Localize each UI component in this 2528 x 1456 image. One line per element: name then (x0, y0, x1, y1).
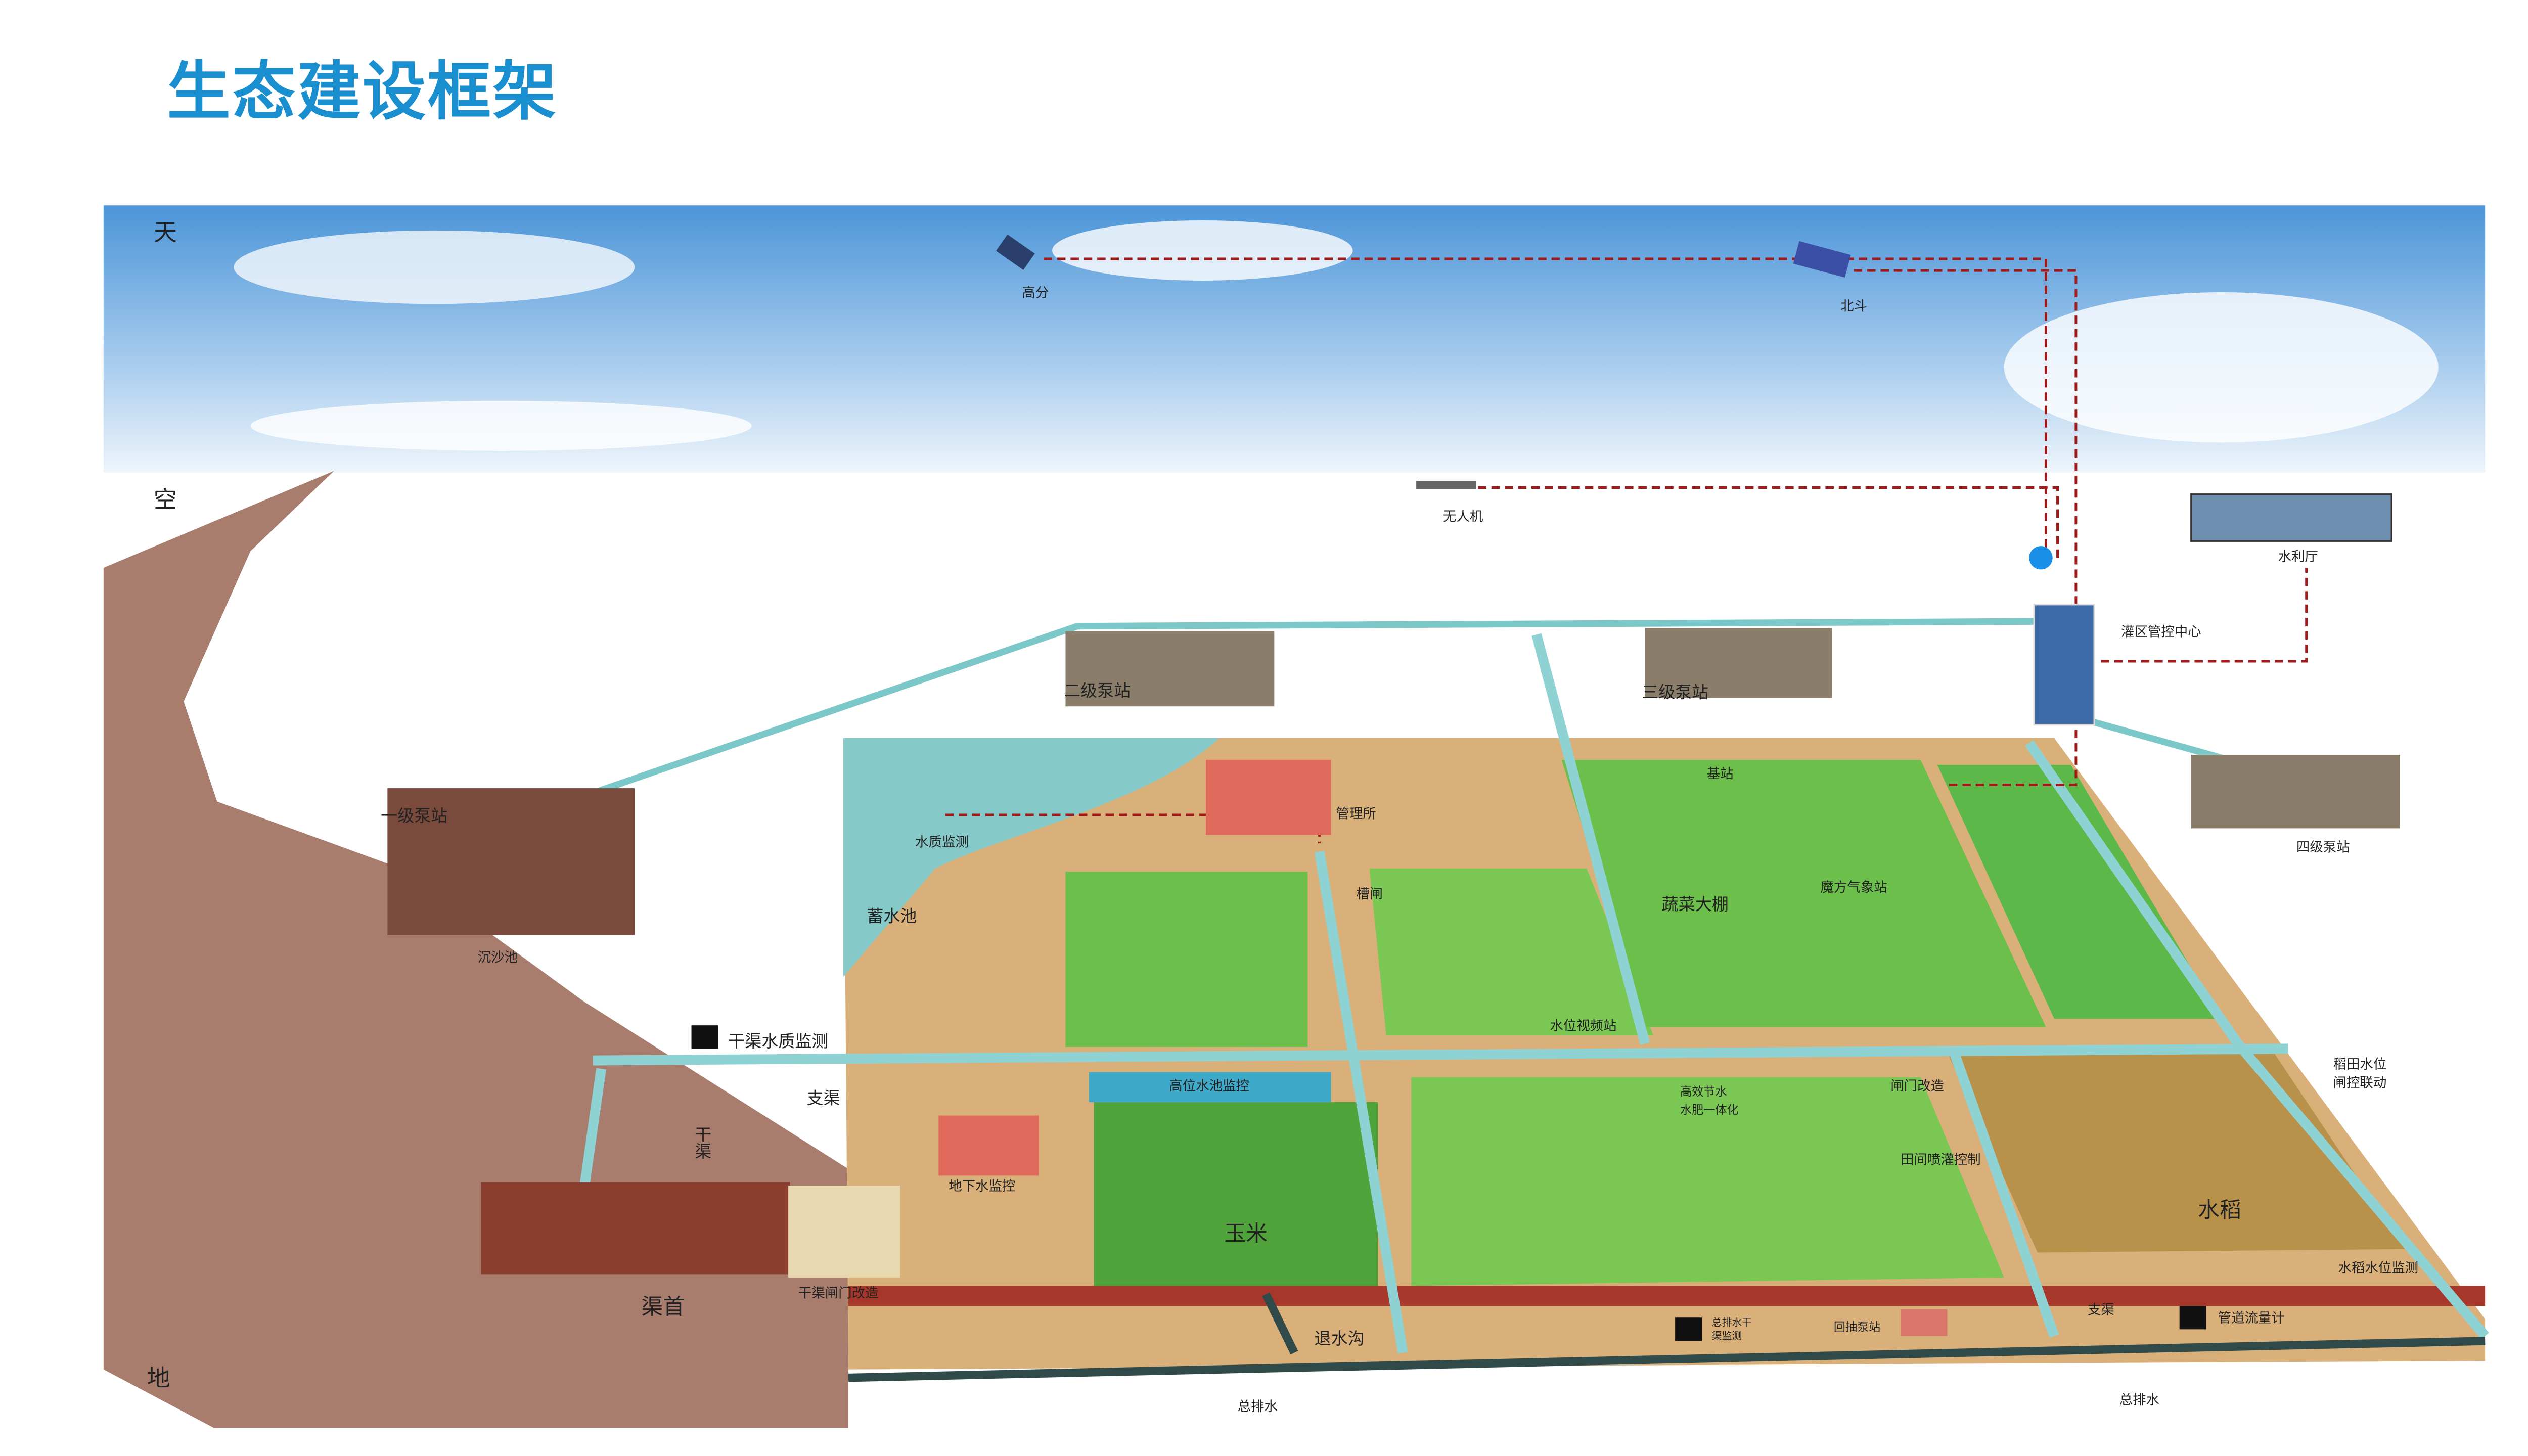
label-drain-monitor-1: 总排水干 (1711, 1317, 1752, 1330)
label-management-office: 管理所 (1336, 806, 1376, 822)
cloud (1052, 220, 1353, 281)
page-title: 生态建设框架 (167, 55, 558, 129)
label-paddy-gate-2: 闸控联动 (2333, 1075, 2387, 1090)
platform-edge (848, 1286, 2486, 1306)
layer-sky-label: 天 (153, 220, 177, 247)
label-drone: 无人机 (1442, 509, 1483, 525)
pump-station-icon (1065, 631, 1275, 707)
return-pump-house-icon (1901, 1309, 1948, 1336)
label-main-drain-2: 总排水 (2119, 1392, 2160, 1408)
pump-station-icon (2191, 755, 2400, 829)
layer-ground-label: 地 (147, 1366, 170, 1393)
label-gate-renovation: 闸门改造 (1890, 1078, 1944, 1094)
label-beidou: 北斗 (1840, 299, 1867, 314)
label-pump-3: 三级泵站 (1642, 685, 1709, 703)
label-corn: 玉米 (1224, 1222, 1268, 1248)
gate-photo (788, 1186, 900, 1278)
label-canal-head: 渠首 (641, 1296, 685, 1321)
label-sedimentation: 沉沙池 (477, 950, 518, 966)
label-pump-2: 二级泵站 (1064, 683, 1131, 702)
layer-air-label: 空 (153, 487, 177, 515)
cloud (234, 230, 635, 304)
label-high-pool: 高位水池监控 (1169, 1078, 1249, 1094)
label-control-center: 灌区管控中心 (2121, 624, 2201, 640)
water-dept-building-icon (2190, 493, 2392, 542)
pump-station-icon (387, 788, 635, 935)
label-gaofen: 高分 (1022, 285, 1049, 301)
camera-icon (691, 1025, 718, 1049)
label-paddy-gate-1: 稻田水位 (2333, 1057, 2387, 1072)
camera-icon (2179, 1306, 2206, 1330)
drone-icon (1416, 481, 1477, 489)
label-groundwater: 地下水监控 (949, 1179, 1016, 1194)
reservoir-water (843, 738, 1220, 977)
management-house-icon (1205, 759, 1331, 835)
label-drain-ditch: 退水沟 (1314, 1331, 1365, 1349)
corn-field (1094, 1102, 1378, 1286)
label-water-quality: 水质监测 (915, 835, 969, 850)
label-drain-monitor-2: 渠监测 (1711, 1331, 1742, 1343)
label-water-saving-2: 水肥一体化 (1680, 1104, 1739, 1117)
satellite-gaofen-icon (996, 234, 1035, 270)
label-pump-1: 一级泵站 (381, 808, 448, 827)
wireless-node-icon (2029, 546, 2053, 570)
label-weather-station: 魔方气象站 (1820, 880, 1887, 895)
field (1411, 1077, 2004, 1286)
canal-head-photo (481, 1182, 790, 1275)
river (103, 471, 849, 1428)
drain-channels (848, 1292, 2486, 1382)
label-pipe-flow: 管道流量计 (2218, 1311, 2285, 1326)
label-water-dept: 水利厅 (2278, 549, 2318, 565)
control-center-building-icon (2033, 604, 2095, 726)
label-main-canal: 干渠 (695, 1127, 712, 1163)
field (1065, 872, 1308, 1048)
label-water-level-video: 水位视频站 (1550, 1018, 1617, 1034)
label-water-saving-1: 高效节水 (1680, 1085, 1727, 1099)
label-base-station: 基站 (1706, 766, 1734, 782)
label-reservoir: 蓄水池 (867, 908, 917, 927)
label-main-drain-1: 总排水 (1237, 1399, 1278, 1415)
pump-station-icon (1645, 628, 1832, 698)
greenhouse-field (1561, 759, 2046, 1027)
label-main-canal-quality: 干渠水质监测 (728, 1033, 829, 1053)
groundwater-house-icon (938, 1115, 1039, 1176)
satellite-beidou-icon (1793, 241, 1851, 278)
label-sprinkler-control: 田间喷灌控制 (1901, 1152, 1981, 1167)
label-rice-level: 水稻水位监测 (2338, 1260, 2419, 1276)
label-branch-canal: 支渠 (806, 1090, 840, 1109)
cloud (250, 400, 752, 451)
label-rice: 水稻 (2198, 1199, 2241, 1224)
field (1369, 868, 1654, 1035)
high-pool (1089, 1072, 1331, 1103)
orchard-field (1937, 764, 2222, 1019)
label-slot-gate: 槽闸 (1356, 886, 1383, 902)
camera-icon (1675, 1317, 1702, 1341)
label-main-gate-renovation: 干渠闸门改造 (798, 1286, 879, 1301)
label-branch-canal-2: 支渠 (2088, 1302, 2114, 1318)
label-return-pump: 回抽泵站 (1833, 1321, 1881, 1335)
cloud (2004, 292, 2439, 443)
label-greenhouse: 蔬菜大棚 (1661, 896, 1729, 916)
canals (579, 633, 2489, 1354)
label-pump-4: 四级泵站 (2296, 840, 2350, 855)
